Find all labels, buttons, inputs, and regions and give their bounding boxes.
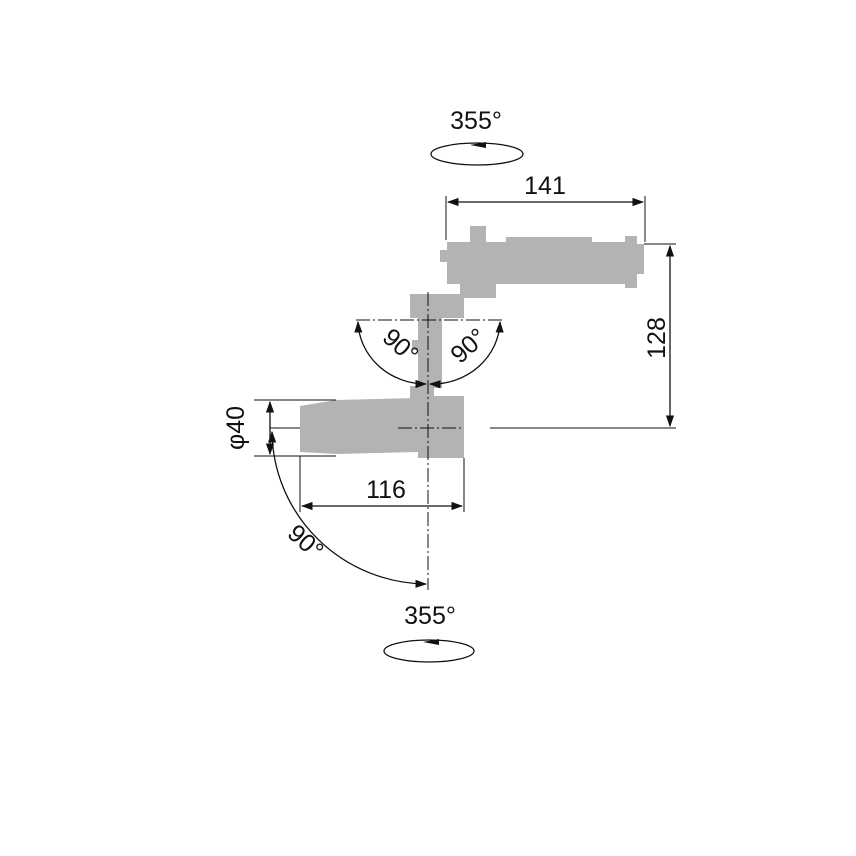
dimension-128: 128 [490, 243, 676, 429]
dimension-128-label: 128 [643, 317, 671, 359]
bottom-rotation-label: 355° [404, 602, 456, 630]
dimension-141: 141 [445, 172, 646, 242]
lamp-body [300, 386, 464, 458]
bottom-rotation-arrow-icon [423, 639, 439, 645]
tilt-angle-label: 90° [282, 519, 329, 565]
dimension-141-label: 141 [524, 172, 566, 200]
dimension-diameter: φ40 [222, 399, 336, 457]
dimension-116-label: 116 [366, 476, 406, 504]
arm-right-angle-label: 90° [445, 323, 492, 369]
top-rotation-ellipse [430, 142, 524, 166]
arm-left-angle-label: 90° [377, 323, 424, 369]
top-rotation-label: 355° [450, 107, 502, 135]
dimension-116: 116 [299, 456, 465, 512]
bottom-rotation-ellipse [383, 639, 475, 663]
center-lines [356, 292, 505, 590]
top-rotation-indicator: 355° [430, 107, 524, 166]
top-rotation-arrow-icon [470, 142, 486, 148]
bottom-rotation-indicator: 355° [383, 602, 475, 663]
dimension-diameter-label: φ40 [222, 406, 250, 450]
track-adapter [440, 226, 644, 298]
